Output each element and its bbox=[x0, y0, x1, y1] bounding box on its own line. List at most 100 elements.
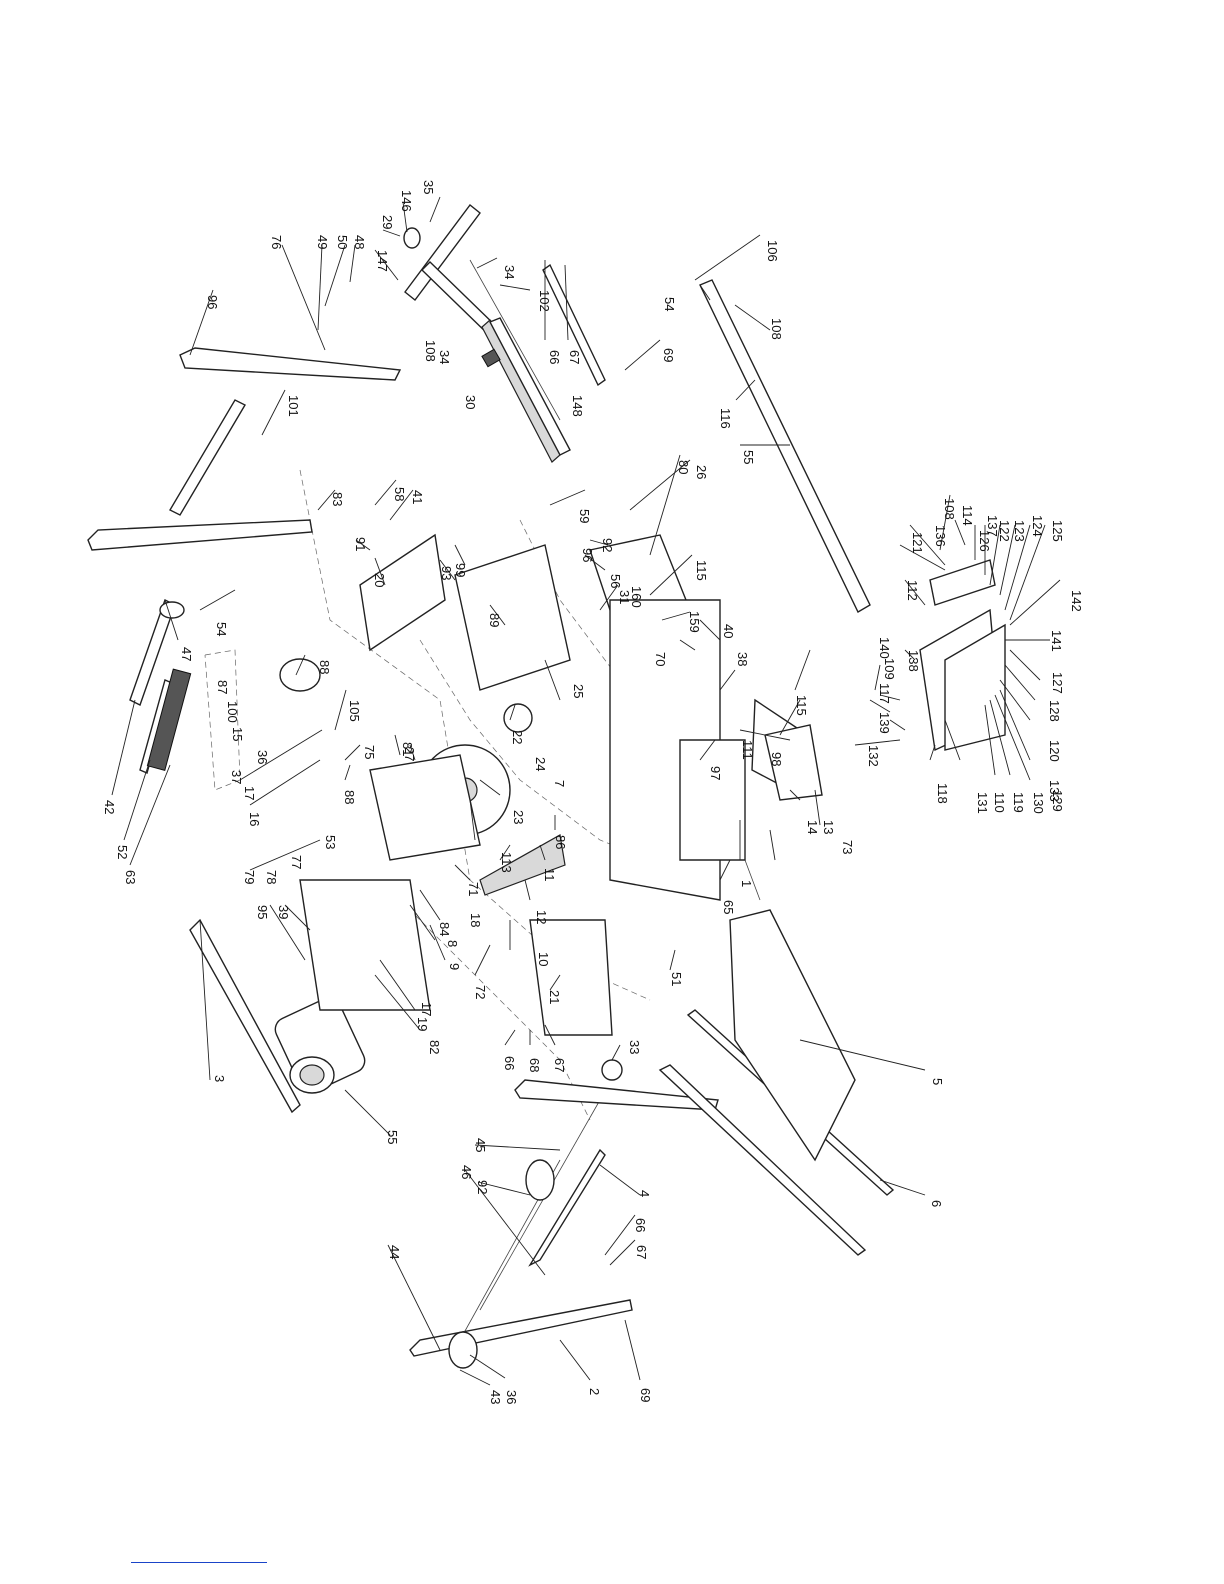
part-callout-label: 138 bbox=[906, 650, 921, 672]
part-callout-label: 92 bbox=[475, 1180, 490, 1194]
part-callout-label: 97 bbox=[708, 766, 723, 780]
part-callout-label: 87 bbox=[215, 680, 230, 694]
part-callout-label: 53 bbox=[323, 835, 338, 849]
part-callout-label: 47 bbox=[179, 647, 194, 661]
part-callout-label: 55 bbox=[741, 450, 756, 464]
part-callout-label: 10 bbox=[536, 952, 551, 966]
part-callout-label: 22 bbox=[510, 730, 525, 744]
part-callout-label: 105 bbox=[347, 700, 362, 722]
part-callout-label: 59 bbox=[577, 509, 592, 523]
part-callout-label: 91 bbox=[353, 537, 368, 551]
part-callout-label: 130 bbox=[1031, 792, 1046, 814]
part-callout-label: 118 bbox=[935, 783, 950, 804]
part-callout-label: 124 bbox=[1030, 515, 1045, 537]
footer-link-underline[interactable] bbox=[131, 1562, 267, 1563]
part-callout-label: 133 bbox=[1047, 780, 1062, 802]
part-callout-label: 42 bbox=[102, 800, 117, 814]
part-callout-label: 69 bbox=[661, 348, 676, 362]
part-callout-label: 148 bbox=[570, 395, 585, 417]
part-callout-label: 112 bbox=[905, 580, 920, 601]
part-callout-label: 159 bbox=[687, 611, 702, 633]
part-callout-label: 67 bbox=[552, 1058, 567, 1072]
part-callout-label: 34 bbox=[502, 265, 517, 279]
part-callout-label: 65 bbox=[721, 900, 736, 914]
part-callout-label: 129 bbox=[1050, 790, 1065, 812]
part-callout-label: 56 bbox=[608, 574, 623, 588]
part-callout-label: 66 bbox=[502, 1056, 517, 1070]
part-callout-label: 119 bbox=[1011, 792, 1026, 813]
part-callout-label: 160 bbox=[629, 586, 644, 608]
part-callout-label: 140 bbox=[877, 637, 892, 659]
part-callout-label: 126 bbox=[977, 530, 992, 552]
part-callout-label: 36 bbox=[255, 750, 270, 764]
part-callout-label: 110 bbox=[992, 792, 1007, 813]
part-callout-label: 141 bbox=[1049, 630, 1064, 652]
part-callout-label: 2 bbox=[587, 1388, 602, 1395]
part-callout-label: 121 bbox=[910, 532, 925, 554]
part-callout-label: 122 bbox=[997, 520, 1012, 542]
part-callout-label: 146 bbox=[399, 190, 414, 212]
part-callout-label: 35 bbox=[421, 180, 436, 194]
part-callout-label: 98 bbox=[769, 752, 784, 766]
motor bbox=[274, 997, 366, 1094]
part-callout-label: 39 bbox=[276, 905, 291, 919]
part-callout-label: 132 bbox=[866, 745, 881, 767]
part-callout-label: 127 bbox=[1050, 672, 1065, 694]
part-callout-label: 38 bbox=[735, 652, 750, 666]
part-callout-label: 83 bbox=[330, 492, 345, 506]
part-callout-label: 29 bbox=[380, 215, 395, 229]
part-callout-label: 12 bbox=[534, 910, 549, 924]
part-callout-label: 95 bbox=[255, 905, 270, 919]
part-callout-label: 5 bbox=[930, 1078, 945, 1085]
part-callout-label: 54 bbox=[214, 622, 229, 636]
part-callout-label: 108 bbox=[769, 318, 784, 340]
part-callout-label: 125 bbox=[1050, 520, 1065, 542]
part-callout-label: 108 bbox=[942, 498, 957, 520]
part-callout-label: 78 bbox=[264, 870, 279, 884]
part-callout-label: 55 bbox=[385, 1130, 400, 1144]
handwheels bbox=[279, 658, 623, 1369]
part-callout-label: 13 bbox=[821, 820, 836, 834]
part-callout-label: 63 bbox=[123, 870, 138, 884]
part-callout-label: 142 bbox=[1069, 590, 1084, 612]
part-callout-label: 17 bbox=[242, 786, 257, 800]
part-callout-label: 37 bbox=[229, 770, 244, 784]
part-callout-label: 115 bbox=[694, 560, 709, 581]
part-callout-label: 147 bbox=[375, 250, 390, 272]
part-callout-label: 99 bbox=[453, 563, 468, 577]
part-callout-label: 136 bbox=[933, 525, 948, 547]
part-callout-label: 102 bbox=[537, 290, 552, 312]
part-callout-label: 89 bbox=[487, 613, 502, 627]
part-callout-label: 88 bbox=[342, 790, 357, 804]
part-callout-label: 45 bbox=[473, 1138, 488, 1152]
part-callout-label: 25 bbox=[571, 684, 586, 698]
part-callout-label: 15 bbox=[230, 727, 245, 741]
rip-fence bbox=[699, 279, 1006, 752]
part-callout-label: 100 bbox=[225, 701, 240, 723]
part-callout-label: 75 bbox=[362, 745, 377, 759]
part-callout-label: 40 bbox=[721, 624, 736, 638]
part-callout-label: 86 bbox=[553, 835, 568, 849]
part-callout-label: 36 bbox=[504, 1390, 519, 1404]
part-callout-label: 111 bbox=[740, 740, 755, 760]
part-callout-label: 11 bbox=[542, 868, 557, 882]
part-callout-label: 128 bbox=[1047, 700, 1062, 722]
part-callout-label: 66 bbox=[633, 1218, 648, 1232]
part-callout-label: 7 bbox=[552, 780, 567, 787]
part-callout-label: 27 bbox=[402, 747, 417, 761]
part-callout-label: 96 bbox=[580, 548, 595, 562]
part-callout-label: 23 bbox=[511, 810, 526, 824]
part-callout-label: 114 bbox=[960, 505, 975, 526]
part-callout-label: 106 bbox=[765, 240, 780, 262]
part-callout-label: 4 bbox=[637, 1190, 652, 1197]
part-callout-label: 96 bbox=[205, 295, 220, 309]
part-callout-label: 72 bbox=[473, 985, 488, 999]
part-callout-label: 52 bbox=[115, 845, 130, 859]
part-callout-label: 48 bbox=[352, 235, 367, 249]
part-callout-label: 24 bbox=[533, 757, 548, 771]
part-callout-label: 8 bbox=[445, 940, 460, 947]
part-callout-label: 16 bbox=[247, 812, 262, 826]
part-callout-label: 3 bbox=[212, 1075, 227, 1082]
